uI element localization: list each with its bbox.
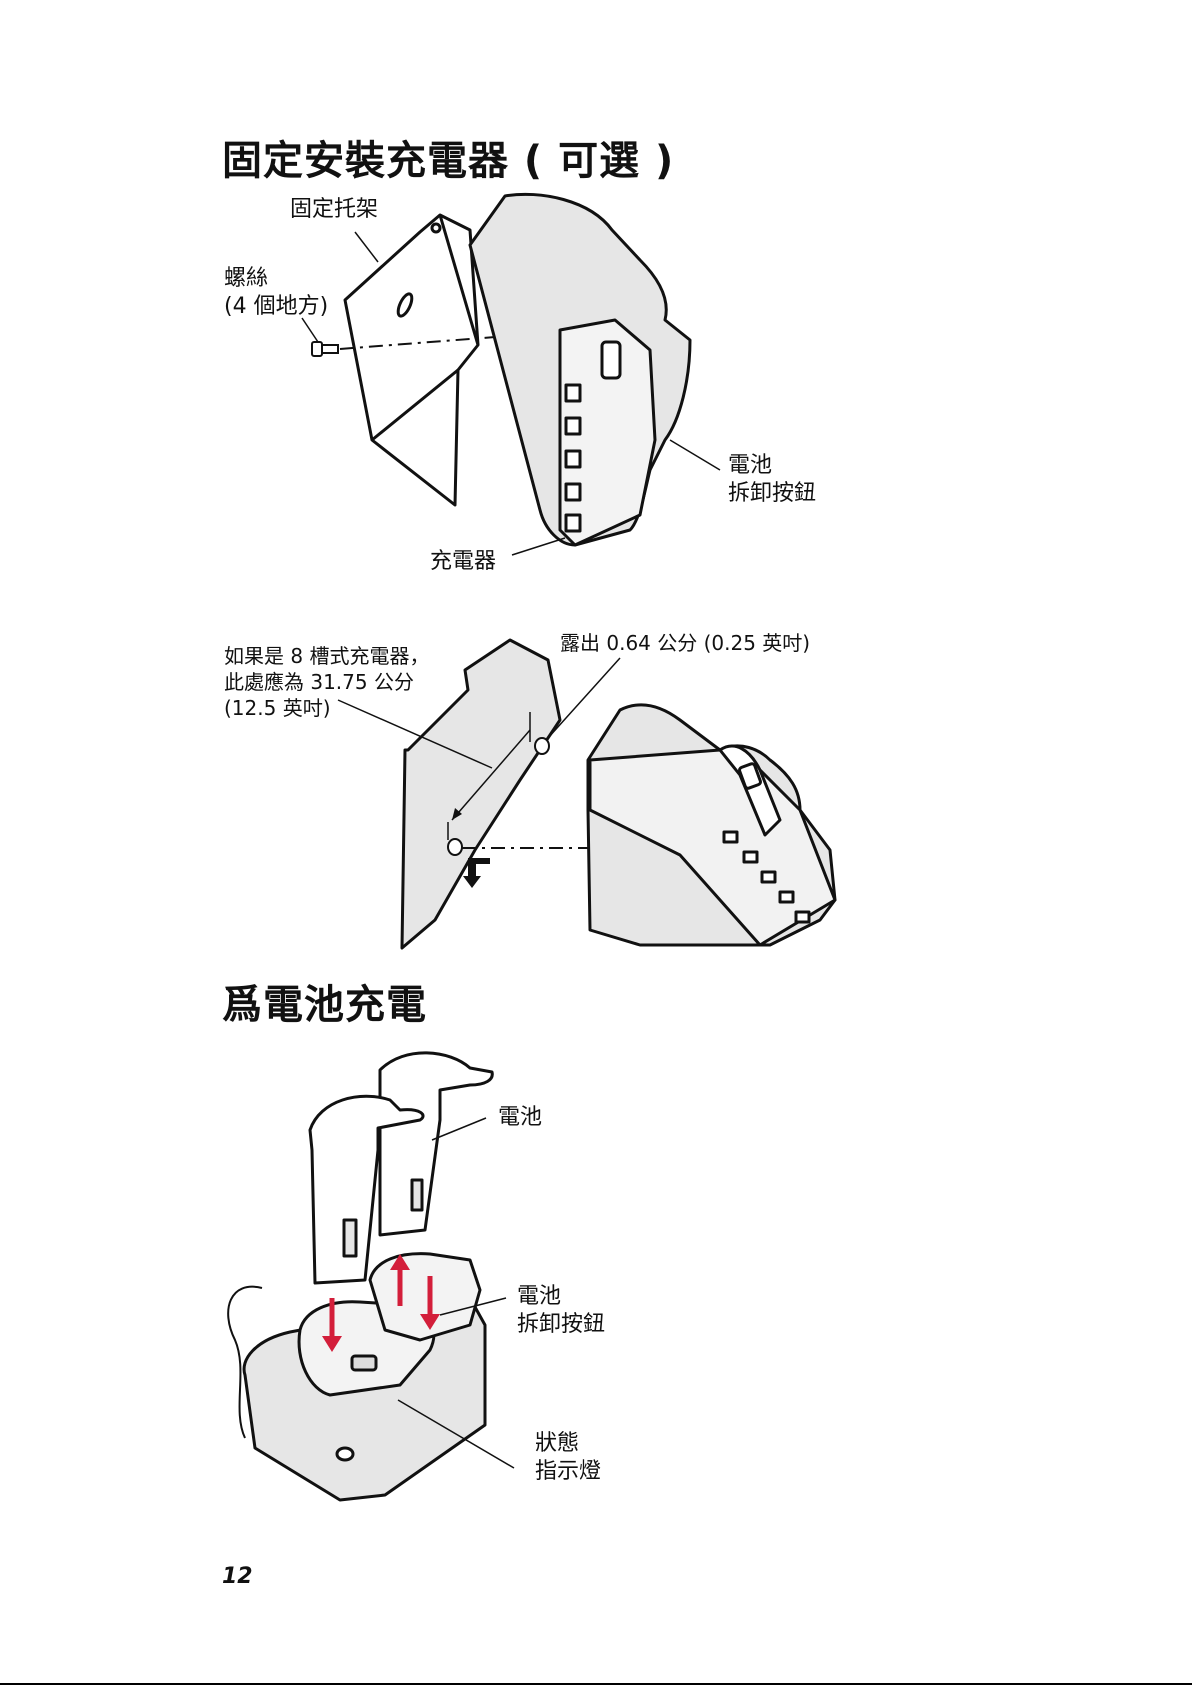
charger-mounted-drawing xyxy=(588,705,835,945)
section-title-charge-battery: 爲電池充電 xyxy=(222,972,427,1030)
figure-wall-mount-bracket xyxy=(0,0,1192,600)
screws-label: 螺絲 (4 個地方) xyxy=(224,265,328,321)
battery-release-label-2: 電池 拆卸按鈕 xyxy=(517,1283,605,1339)
bracket-label: 固定托架 xyxy=(290,196,378,224)
battery-release-label: 電池 拆卸按鈕 xyxy=(728,452,816,508)
mounting-bracket-drawing xyxy=(345,215,478,505)
charger-label: 充電器 xyxy=(430,548,496,576)
battery-pair-drawing xyxy=(310,1053,492,1283)
dual-charger-base-drawing xyxy=(244,1254,485,1500)
screw-drawing xyxy=(312,342,338,356)
exposure-note-label: 露出 0.64 公分 (0.25 英吋) xyxy=(560,630,810,656)
spacing-note-label: 如果是 8 槽式充電器， 此處應為 31.75 公分 (12.5 英吋) xyxy=(224,643,429,721)
status-indicator-label: 狀態 指示燈 xyxy=(535,1430,601,1486)
page-number: 12 xyxy=(222,1564,253,1589)
charger-side-drawing xyxy=(470,194,690,545)
battery-label: 電池 xyxy=(498,1104,542,1132)
